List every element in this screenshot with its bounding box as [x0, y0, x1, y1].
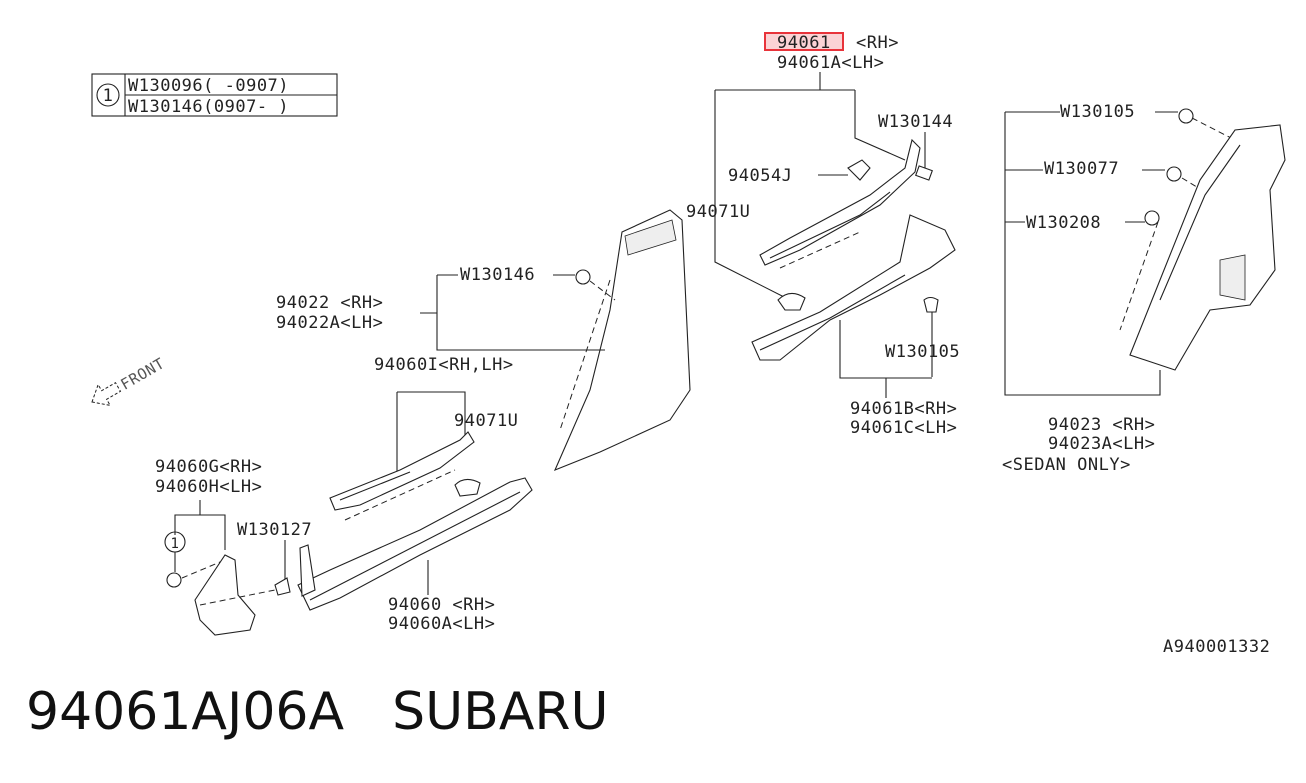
w130146-label: W130146	[460, 265, 535, 285]
diagram-code: A940001332	[1163, 637, 1270, 657]
rear-pillar-trim-94023	[1119, 124, 1286, 371]
part-94061a-label: 94061A<LH>	[777, 53, 884, 73]
legend-marker-circle	[96, 83, 120, 107]
part-94061-number[interactable]: 94061	[777, 33, 831, 53]
w130127-label: W130127	[237, 520, 312, 540]
kick-panel-94060g	[181, 554, 276, 636]
callout-1: 1	[171, 536, 180, 552]
part-94060g-label: 94060G<RH>	[155, 457, 262, 477]
legend-row-2: W130146(0907- )	[128, 97, 289, 117]
part-94060i-label: 94060I<RH,LH>	[374, 355, 514, 375]
part-94061c-label: 94061C<LH>	[850, 418, 957, 438]
part-94071u-top-label: 94071U	[686, 202, 750, 222]
part-94023a-label: 94023A<LH>	[1048, 434, 1155, 454]
caption-brand: SUBARU	[392, 682, 609, 742]
part-94022a-label: 94022A<LH>	[276, 313, 383, 333]
sill-trim-94061b	[751, 214, 956, 361]
caption: 94061AJ06A SUBARU	[26, 682, 609, 742]
part-94061-side: <RH>	[856, 33, 899, 53]
side-sill-94060	[297, 477, 533, 611]
b-pillar-trim-94022	[553, 209, 691, 472]
sill-plate-94061	[759, 138, 921, 269]
part-94071u-low-label: 94071U	[454, 411, 518, 431]
legend-box: 1 W130096( -0907) W130146(0907- )	[91, 73, 338, 117]
scuff-plate-94060i	[329, 431, 475, 521]
caption-part-number: 94061AJ06A	[26, 682, 345, 742]
w130208-label: W130208	[1026, 213, 1101, 233]
legend-marker: 1	[103, 86, 114, 106]
front-arrow-icon: FRONT	[91, 354, 168, 407]
w130144-label: W130144	[878, 112, 953, 132]
w130077-label: W130077	[1044, 159, 1119, 179]
part-94061b-label: 94061B<RH>	[850, 399, 957, 419]
w130105-mid-label: W130105	[885, 342, 960, 362]
sedan-only-label: <SEDAN ONLY>	[1002, 455, 1131, 475]
front-label: FRONT	[117, 354, 167, 393]
part-94060-label: 94060 <RH>	[388, 595, 495, 615]
part-94054j-label: 94054J	[728, 166, 792, 186]
part-94023-label: 94023 <RH>	[1048, 415, 1155, 435]
part-94060h-label: 94060H<LH>	[155, 477, 262, 497]
highlight-box[interactable]	[764, 32, 844, 51]
part-94022-label: 94022 <RH>	[276, 293, 383, 313]
part-94060a-label: 94060A<LH>	[388, 614, 495, 634]
legend-row-1: W130096( -0907)	[128, 76, 289, 96]
w130105-right-label: W130105	[1060, 102, 1135, 122]
